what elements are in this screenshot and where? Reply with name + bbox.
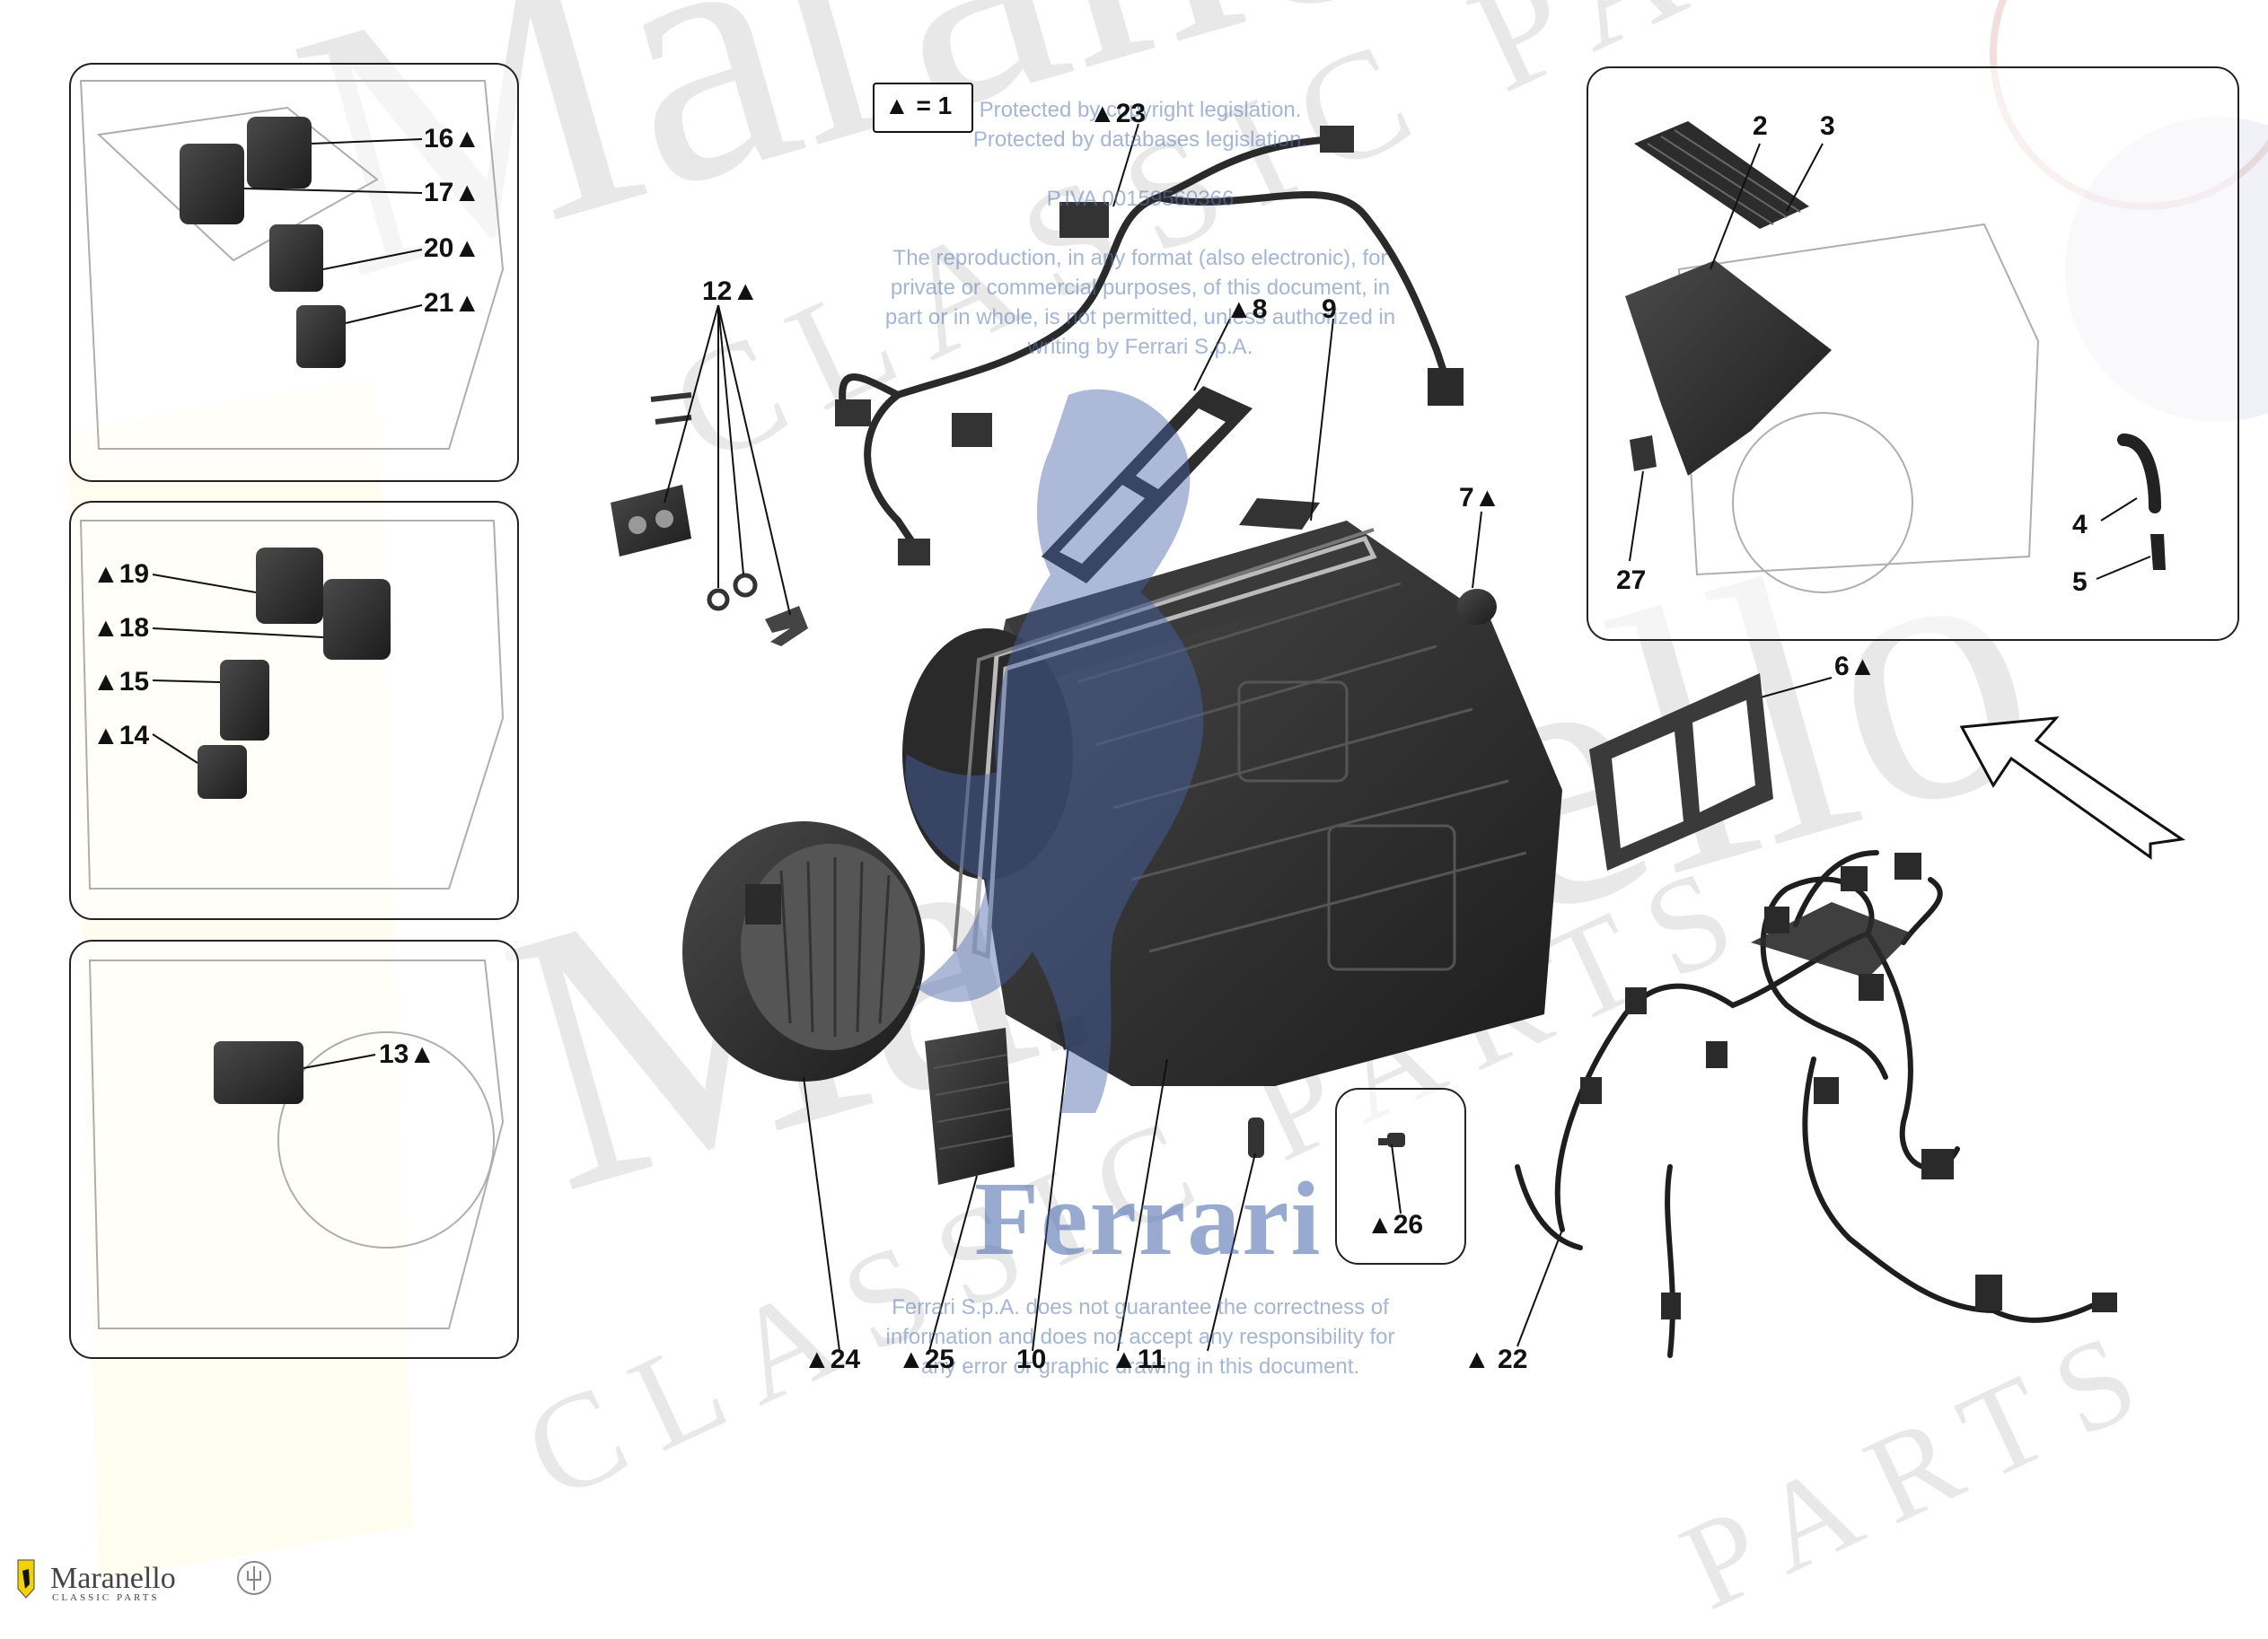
exploded-parts-diagram: Maranello Maranello CLASSIC PARTS CLASSI… (17, 0, 2268, 1636)
callout-19: ▲19 (92, 559, 150, 589)
callout-11: ▲11 (1111, 1345, 1166, 1374)
disclaimer: Ferrari S.p.A. does not guarantee the co… (844, 1293, 1437, 1381)
copyright-notice: Protected by copyright legislation. Prote… (844, 95, 1437, 362)
inset-bottom-left (69, 940, 519, 1359)
drain-cap-5-icon (2150, 534, 2166, 570)
callout-10: 10 (1016, 1345, 1047, 1374)
legend-box (873, 83, 973, 133)
callout-22: ▲ 22 (1464, 1345, 1528, 1374)
clip-26-icon (1378, 1133, 1405, 1147)
grommet-7-icon (1457, 589, 1497, 625)
callout-25: ▲25 (898, 1345, 955, 1374)
callout-15: ▲15 (92, 667, 150, 697)
brand-name: Maranello (50, 1562, 176, 1595)
blower-fan-24-icon (682, 821, 925, 1082)
sensor-11-icon (1248, 1118, 1264, 1158)
callout-13: 13▲ (379, 1039, 436, 1069)
notice-line: P.IVA 00159560366 (1046, 187, 1235, 211)
ferrari-wordmark: Ferrari (974, 1160, 1323, 1277)
callout-21: 21▲ (424, 288, 481, 318)
disclaimer-line: Ferrari S.p.A. does not guarantee the co… (892, 1295, 1389, 1319)
callout-3: 3 (1820, 111, 1835, 141)
callout-14: ▲14 (92, 721, 150, 750)
wiring-harness-23-icon (839, 136, 1449, 551)
callout-27: 27 (1616, 565, 1647, 595)
callout-16: 16▲ (424, 124, 481, 153)
callout-2: 2 (1753, 111, 1768, 141)
resistor-25-icon (925, 1028, 1015, 1185)
notice-line (844, 154, 1437, 184)
direction-arrow-icon (1959, 716, 2186, 860)
callout-5: 5 (2072, 567, 2088, 597)
notice-line: private or commercial purposes, of this … (890, 276, 1391, 300)
callout-6: 6▲ (1834, 652, 1877, 681)
brand-sub: CLASSIC PARTS (52, 1592, 160, 1603)
sensor-10-icon (1055, 1014, 1088, 1050)
ferrari-shield-icon (17, 1559, 35, 1599)
bracket-27-icon (1630, 435, 1657, 471)
callout-7: 7▲ (1459, 483, 1501, 513)
callout-12: 12▲ (702, 276, 760, 306)
callout-26: ▲26 (1367, 1210, 1424, 1240)
notice-line: Protected by copyright legislation. (979, 98, 1302, 122)
maserati-trident-icon (237, 1561, 271, 1595)
drain-hose-4-icon (2117, 434, 2161, 513)
notice-line: part or in whole, is not permitted, unle… (884, 305, 1396, 329)
hvac-unit-icon (902, 521, 1562, 1086)
callout-18: ▲18 (92, 613, 150, 643)
disclaimer-line: information and does not accept any resp… (885, 1325, 1395, 1349)
notice-line: Protected by databases legislation. (972, 127, 1308, 152)
callout-9: 9 (1322, 294, 1337, 324)
callout-4: 4 (2072, 510, 2088, 539)
notice-line: The reproduction, in any format (also el… (892, 246, 1388, 270)
notice-line (844, 214, 1437, 243)
filter-frame-8-icon (1042, 386, 1253, 583)
filter-housing-2-icon (1625, 260, 1832, 476)
seal-6-icon (1589, 673, 1773, 871)
prancing-horse-icon (905, 389, 1204, 1114)
cabin-filter-3-icon (1634, 121, 1809, 229)
callout-8: ▲8 (1226, 294, 1268, 324)
expansion-valve-12-icon (611, 392, 808, 646)
callout-17: 17▲ (424, 178, 481, 207)
parts-drawing (17, 80, 2186, 1599)
actuator-16-icon (180, 117, 346, 368)
callout-24: ▲24 (804, 1345, 861, 1374)
notice-line: writing by Ferrari S.p.A. (1027, 335, 1253, 359)
legend-key: ▲ = 1 (884, 92, 953, 119)
callout-23: ▲23 (1089, 99, 1147, 128)
disclaimer-line: any error or graphic drawing in this doc… (920, 1354, 1360, 1379)
callout-20: 20▲ (424, 233, 481, 263)
inset-small-26 (1335, 1088, 1466, 1265)
